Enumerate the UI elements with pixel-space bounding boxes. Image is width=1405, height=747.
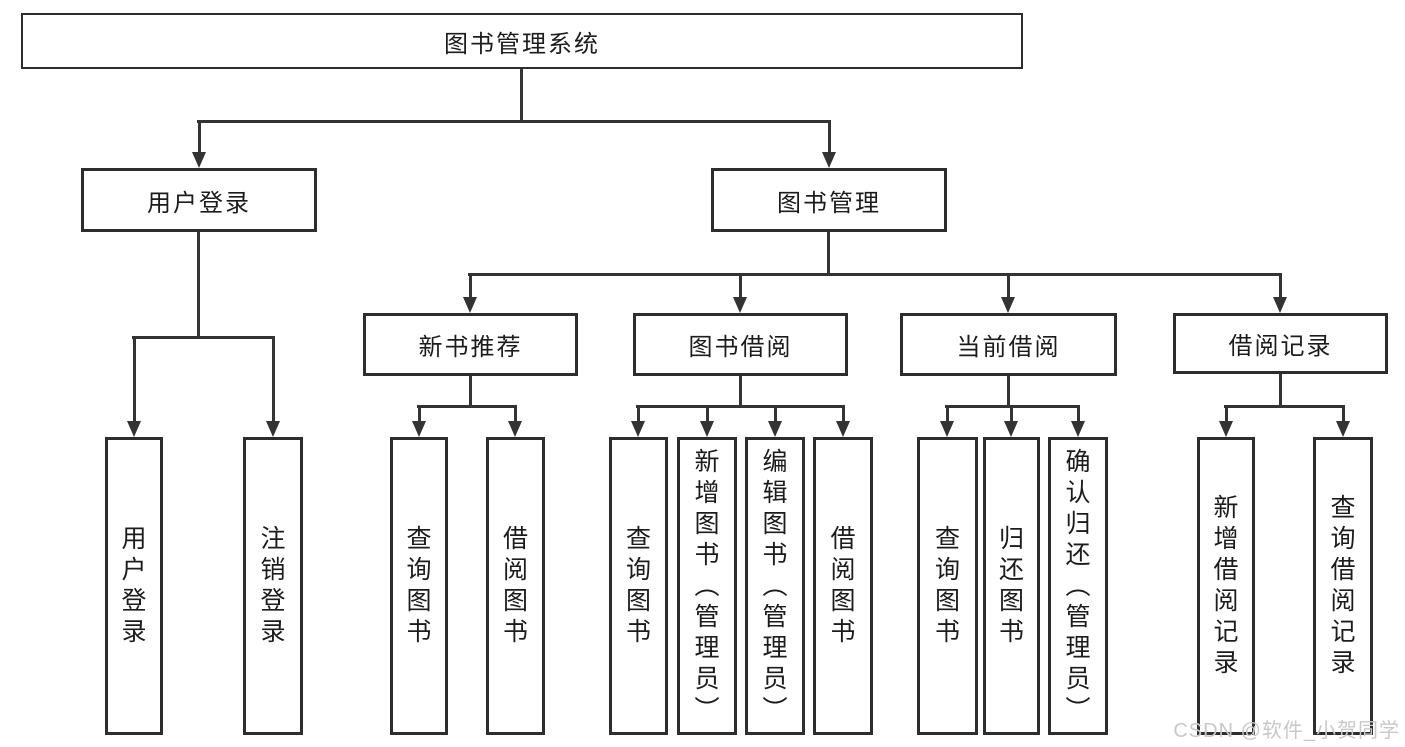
arrow-down-icon (1004, 405, 1018, 437)
arrow-down-icon (127, 339, 141, 437)
node-user-login: 用户登录 (81, 168, 317, 232)
node-label: 借阅记录 (1228, 333, 1333, 360)
node-label: 借阅图书 (502, 525, 528, 646)
node-label: 查询图书 (934, 525, 960, 646)
connector-current-cross (945, 405, 1080, 408)
connector-records-cross (1224, 405, 1345, 408)
node-label: 新增借阅记录 (1213, 494, 1239, 677)
node-label: 用户登录 (147, 189, 251, 217)
arrow-down-icon (266, 339, 280, 437)
node-new-book-recommend: 新书推荐 (363, 313, 578, 376)
node-label: 新书推荐 (418, 334, 523, 361)
node-label: 图书管理 (777, 189, 881, 217)
node-label: 图书借阅 (688, 334, 793, 361)
node-current-borrowing: 当前借阅 (900, 313, 1117, 376)
arrow-down-icon (768, 405, 782, 437)
node-leaf-add-borrow-record: 新增借阅记录 (1197, 437, 1255, 735)
node-leaf-query-books-recommend: 查询图书 (390, 437, 448, 735)
node-label: 注销登录 (260, 525, 286, 646)
arrow-down-icon (1273, 273, 1287, 313)
arrow-down-icon (700, 405, 714, 437)
arrow-down-icon (631, 405, 645, 437)
csdn-watermark: CSDN @软件_小贺同学 (1173, 720, 1400, 742)
node-borrowing-records: 借阅记录 (1173, 313, 1388, 374)
node-label: 借阅图书 (830, 525, 856, 646)
arrow-down-icon (1071, 405, 1085, 437)
node-label: 归还图书 (998, 525, 1024, 646)
node-leaf-edit-book-admin: 编辑图书︵管理员︶ (745, 437, 805, 735)
node-leaf-borrow-books-recommend: 借阅图书 (486, 437, 545, 735)
connector-root-stem (520, 69, 523, 120)
arrow-down-icon (733, 273, 747, 313)
node-leaf-user-login: 用户登录 (105, 437, 163, 735)
connector-current-stem (1007, 376, 1010, 408)
connector-recommend-cross (417, 405, 517, 408)
connector-book-mgmt-cross (468, 273, 1282, 276)
node-leaf-query-books-current: 查询图书 (917, 437, 978, 735)
arrow-down-icon (412, 405, 426, 437)
node-book-management: 图书管理 (711, 168, 947, 232)
node-label: 新增图书︵管理员︶ (694, 447, 720, 724)
node-label: 编辑图书︵管理员︶ (762, 447, 788, 724)
node-leaf-query-borrow-record: 查询借阅记录 (1313, 437, 1373, 735)
connector-recommend-stem (469, 376, 472, 408)
node-book-borrowing: 图书借阅 (633, 313, 848, 376)
connector-root-cross (197, 120, 831, 123)
arrow-down-icon (508, 405, 522, 437)
connector-book-mgmt-stem (827, 232, 830, 276)
arrow-down-icon (940, 405, 954, 437)
node-label: 查询借阅记录 (1330, 494, 1356, 677)
node-leaf-borrow-books: 借阅图书 (813, 437, 873, 735)
node-leaf-return-book: 归还图书 (983, 437, 1040, 735)
node-label: 当前借阅 (956, 334, 1061, 361)
node-leaf-query-books-borrowing: 查询图书 (609, 437, 668, 735)
node-label: 查询图书 (625, 525, 651, 646)
arrow-down-icon (1219, 405, 1233, 437)
node-library-management-system: 图书管理系统 (21, 13, 1023, 69)
node-label: 用户登录 (121, 525, 147, 646)
node-leaf-logout: 注销登录 (243, 437, 303, 735)
connector-user-login-stem (197, 232, 200, 339)
arrow-down-icon (822, 120, 836, 168)
arrow-down-icon (463, 273, 477, 313)
node-label: 图书管理系统 (444, 30, 600, 58)
connector-borrowing-cross (636, 405, 845, 408)
arrow-down-icon (192, 120, 206, 168)
node-label: 查询图书 (406, 525, 432, 646)
node-leaf-confirm-return-admin: 确认归还︵管理员︶ (1048, 437, 1108, 735)
arrow-down-icon (1336, 405, 1350, 437)
connector-records-stem (1279, 374, 1282, 408)
arrow-down-icon (1001, 273, 1015, 313)
arrow-down-icon (836, 405, 850, 437)
connector-user-login-cross (132, 336, 275, 339)
node-leaf-add-book-admin: 新增图书︵管理员︶ (677, 437, 737, 735)
node-label: 确认归还︵管理员︶ (1065, 447, 1091, 724)
connector-borrowing-stem (739, 376, 742, 408)
